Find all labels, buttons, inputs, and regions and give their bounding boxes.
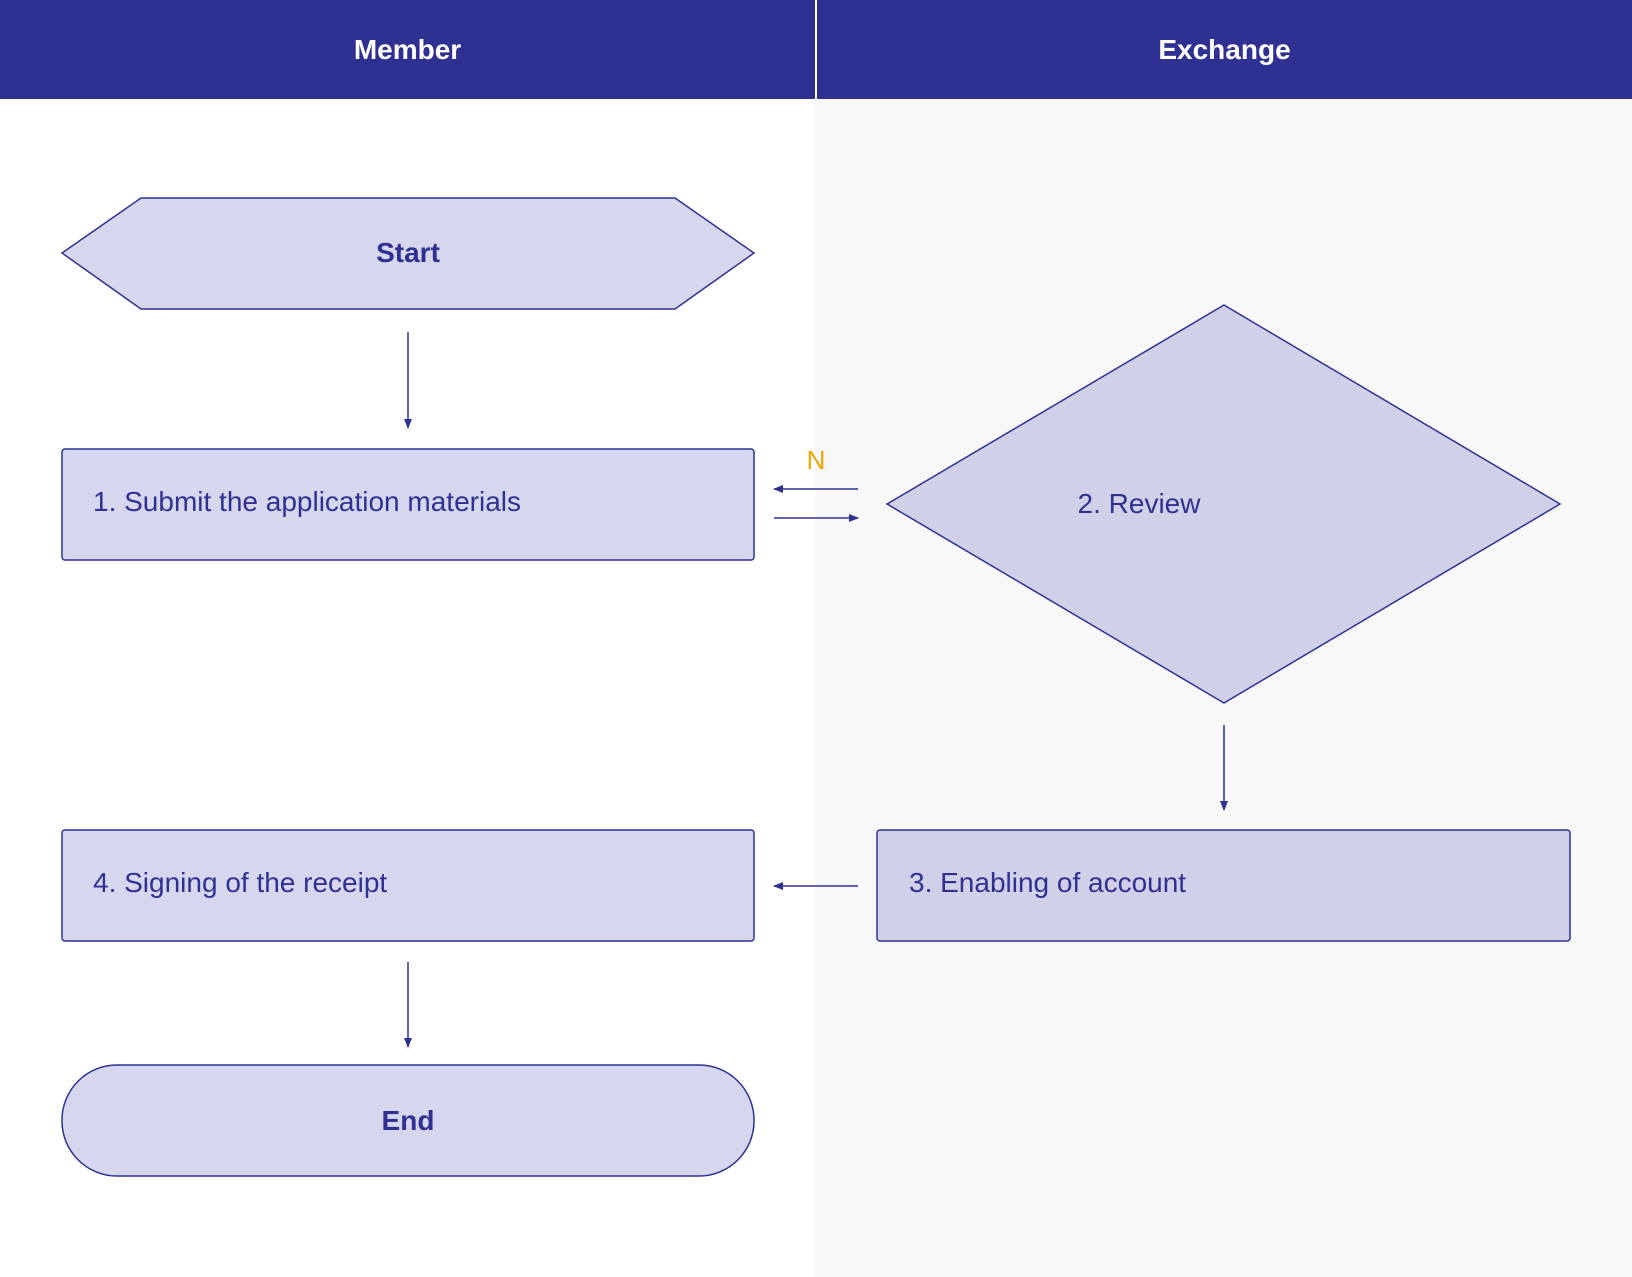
step1-node-label: 1. Submit the application materials [93,486,521,517]
exchange-lane-title: Exchange [1158,33,1291,65]
end-node-label: End [381,1105,435,1136]
step4-node-label: 4. Signing of the receipt [93,867,388,898]
start-node-shape [60,197,756,310]
lane-divider [815,0,817,99]
step3-node-label: 3. Enabling of account [909,867,1187,898]
step2-decision-shape [885,304,1562,704]
start-node-label: Start [376,237,440,268]
step4-node-shape [61,829,755,942]
exchange-lane-header: Exchange [817,0,1632,99]
step3-node-shape [876,829,1571,942]
member-lane-header: Member [0,0,815,99]
member-lane-title: Member [353,33,462,65]
end-node-shape [61,1064,755,1177]
reject-edge-label: N [806,445,826,475]
step2-node-label: 2. Review [1077,488,1201,519]
step1-node-shape [61,448,755,561]
